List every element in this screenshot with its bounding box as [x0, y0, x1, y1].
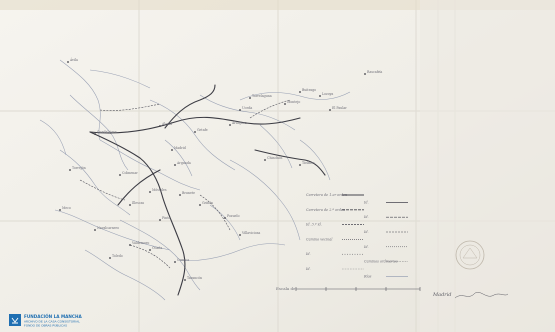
place-label: Rascafría — [367, 70, 382, 74]
town-marker — [129, 244, 131, 246]
legend-label: Caminos ordinarios — [364, 260, 398, 264]
logo-line-2: ARCHIVO DE LA CASA CONSISTORIAL — [24, 320, 80, 324]
place-label: Colmenar — [122, 171, 138, 175]
town-marker — [171, 149, 173, 151]
town-marker — [67, 61, 69, 63]
town-marker — [284, 103, 286, 105]
place-label: Chinchón — [267, 156, 282, 160]
legend-label: Id. 3.º id. — [305, 223, 322, 227]
scale-caption: Escala de — [276, 286, 296, 291]
town-marker — [59, 209, 61, 211]
place-label: Móstoles — [152, 188, 167, 192]
legend-label: Id. — [363, 215, 369, 219]
stamp-seal-icon — [455, 240, 485, 270]
legend-label: Id. — [363, 200, 369, 204]
signature-place: Madrid — [432, 292, 452, 298]
secondary-roads — [79, 99, 291, 269]
town-marker — [94, 229, 96, 231]
logo-line-1: FUNDACIÓN LA MANCHA — [24, 314, 82, 319]
town-marker — [299, 91, 301, 93]
paper-edge-top — [0, 0, 555, 10]
place-label: Villaviciosa — [241, 231, 260, 235]
legend-label: Id. — [305, 267, 311, 271]
legend-label: Id. — [363, 230, 369, 234]
town-marker — [174, 164, 176, 166]
place-label: Brunete — [182, 191, 195, 195]
place-label: Lozoya — [322, 92, 333, 96]
legend-label: Camino vecinal — [306, 237, 332, 241]
crest-icon — [9, 314, 21, 326]
legend-label: Id. — [305, 252, 311, 256]
place-label: El Paular — [332, 106, 347, 110]
roads — [89, 84, 326, 296]
place-label: Meco — [62, 206, 71, 210]
place-label: Uceda — [242, 106, 252, 110]
town-marker — [69, 169, 71, 171]
town-marker — [239, 109, 241, 111]
town-marker — [159, 125, 161, 127]
town-marker — [329, 109, 331, 111]
town-marker — [159, 219, 161, 221]
town-marker — [94, 133, 96, 135]
place-label: Navalcarnero — [97, 226, 119, 230]
legend-label: Ríos — [363, 274, 372, 278]
town-marker — [174, 261, 176, 263]
town-marker — [149, 191, 151, 193]
town-marker — [184, 279, 186, 281]
paper-right-band — [420, 0, 555, 332]
town-marker — [129, 204, 131, 206]
place-label: Aranjuez — [231, 121, 247, 125]
place-label: Pozuelo — [227, 214, 240, 218]
place-label: Montejo — [287, 100, 300, 104]
place-label: Torrelaguna — [252, 94, 272, 98]
place-label: Pinto — [162, 216, 170, 220]
place-label: Guadalajara — [97, 130, 117, 134]
place-label: Tielmes — [302, 161, 315, 165]
institution-logo: FUNDACIÓN LA MANCHA ARCHIVO DE LA CASA C… — [9, 314, 82, 328]
town-marker — [179, 194, 181, 196]
signature: Madrid — [432, 292, 509, 299]
place-label: Buitrago — [302, 88, 316, 92]
place-label: Valdemoro — [131, 241, 149, 245]
legend-label: Id. — [363, 245, 369, 249]
town-marker — [264, 159, 266, 161]
place-label: Cuenca — [177, 258, 189, 262]
place-label: Illescas — [132, 201, 145, 205]
place-label: Arganda — [176, 161, 191, 165]
place-label: Madrid — [174, 146, 186, 150]
legend-label: Carretera de 1.er orden — [306, 193, 347, 197]
town-marker — [229, 124, 231, 126]
legend-label: Carretera de 2.º orden — [306, 208, 345, 212]
town-marker — [119, 174, 121, 176]
place-label: Torrejón — [72, 166, 86, 170]
place-label: Getafe — [197, 128, 208, 132]
place-label: Ocaña — [152, 246, 162, 250]
town-marker — [364, 73, 366, 75]
town-marker — [109, 257, 111, 259]
place-label: Alcalá — [161, 122, 172, 126]
logo-line-3: FONDO DE OBRAS PÚBLICAS — [24, 323, 67, 328]
place-label: Ávila — [69, 57, 78, 62]
town-marker — [299, 164, 301, 166]
place-label: Griñón — [202, 201, 213, 205]
place-label: Tarancón — [187, 276, 202, 280]
town-marker — [149, 249, 151, 251]
town-marker — [249, 97, 251, 99]
place-label: Toledo — [112, 254, 123, 258]
town-marker — [224, 217, 226, 219]
town-marker — [199, 204, 201, 206]
town-marker — [239, 234, 241, 236]
scale-bar: Escala de — [276, 286, 421, 291]
town-marker — [319, 95, 321, 97]
town-marker — [194, 131, 196, 133]
